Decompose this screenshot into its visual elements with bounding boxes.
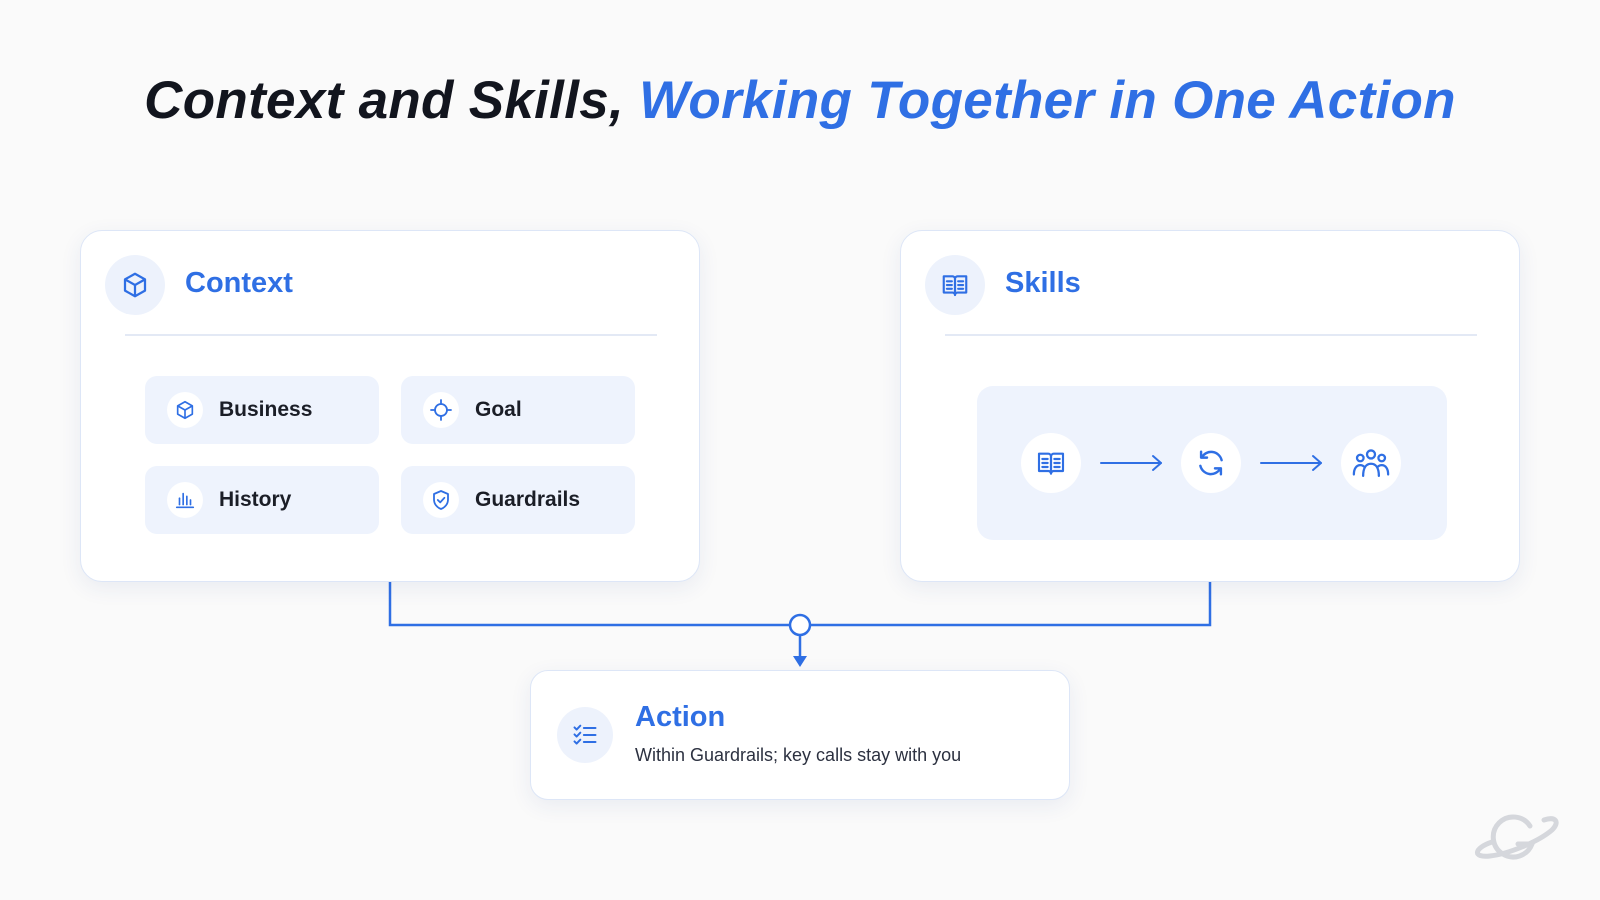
crosshair-icon — [423, 392, 459, 428]
skills-flow-panel — [977, 386, 1447, 540]
arrow-head — [793, 656, 807, 667]
cube-icon — [167, 392, 203, 428]
chip-business: Business — [145, 376, 379, 444]
context-title: Context — [185, 267, 293, 299]
bar-chart-icon — [167, 482, 203, 518]
title-part-highlight: Working Together in One Action — [639, 71, 1456, 130]
open-book-icon — [1021, 433, 1081, 493]
refresh-icon — [1181, 433, 1241, 493]
chip-label: Business — [219, 398, 313, 421]
action-title: Action — [635, 701, 726, 733]
page-title: Context and Skills, Working Together in … — [0, 70, 1600, 131]
chip-guardrails: Guardrails — [401, 466, 635, 534]
cube-icon — [105, 255, 165, 315]
junction-node — [788, 613, 812, 637]
skills-divider — [945, 334, 1477, 336]
people-group-icon — [1341, 433, 1401, 493]
brand-logo — [1475, 814, 1559, 860]
open-book-icon — [925, 255, 985, 315]
chip-label: Guardrails — [475, 488, 581, 511]
arrow-right-icon — [1100, 455, 1162, 471]
context-card: Context Business Goal — [80, 230, 700, 582]
chip-goal: Goal — [401, 376, 635, 444]
title-part-dark: Context and Skills, — [144, 71, 640, 130]
action-description: Within Guardrails; key calls stay with y… — [635, 745, 962, 765]
chip-label: Goal — [475, 398, 522, 421]
shield-check-icon — [423, 482, 459, 518]
skills-title: Skills — [1005, 267, 1081, 299]
chip-label: History — [219, 488, 292, 511]
action-card: Action Within Guardrails; key calls stay… — [530, 670, 1070, 800]
chip-history: History — [145, 466, 379, 534]
context-divider — [125, 334, 657, 336]
skills-card: Skills — [900, 230, 1520, 582]
arrow-right-icon — [1260, 455, 1322, 471]
checklist-icon — [557, 707, 613, 763]
